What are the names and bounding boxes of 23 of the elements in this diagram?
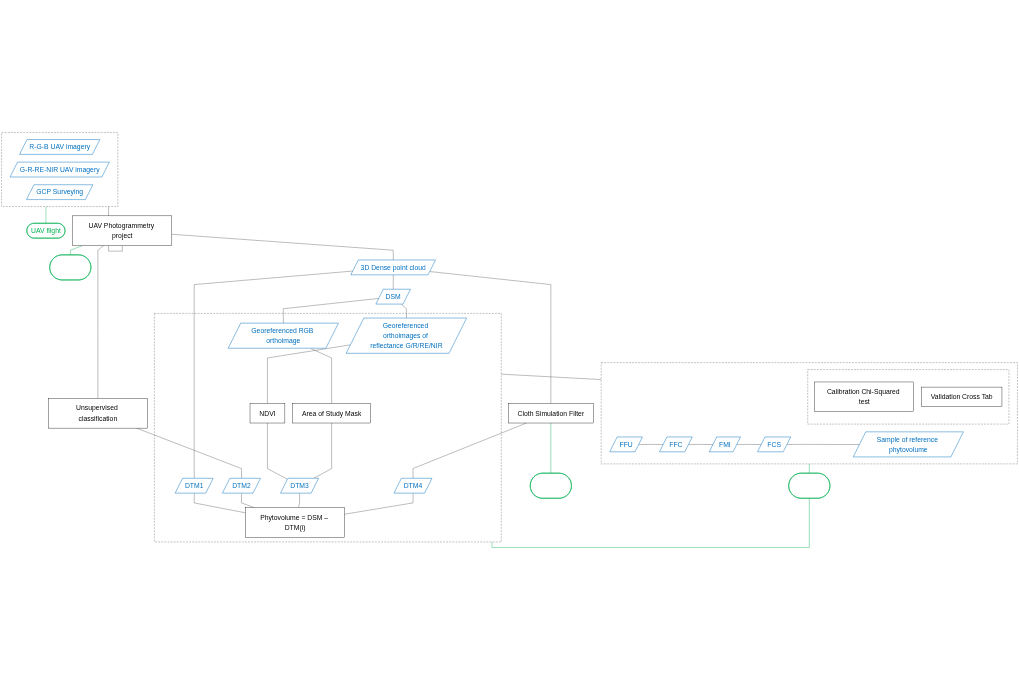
connector [491,498,810,548]
connector [809,463,810,474]
connector [550,422,552,474]
connector [298,493,300,508]
connector [267,422,288,480]
connector [501,373,602,380]
cluster [154,313,502,543]
connector [193,493,246,513]
cluster [807,369,1010,425]
connector [429,271,552,404]
connector [310,348,332,404]
connector [412,422,527,479]
cluster [1,132,118,207]
connector [401,304,407,319]
connector [171,234,394,261]
connector [193,270,354,479]
connector [344,493,414,515]
connector [70,245,83,256]
connector [313,422,332,479]
connector [45,206,47,224]
connector [97,245,104,399]
connector [267,344,351,404]
cluster [601,362,1018,464]
